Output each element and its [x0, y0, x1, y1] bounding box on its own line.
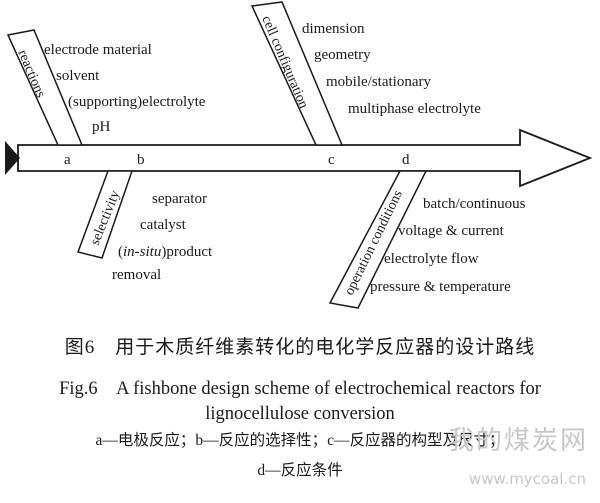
point-a: a: [64, 152, 71, 168]
point-b: b: [137, 152, 145, 168]
selectivity-item: separator: [152, 191, 207, 207]
selectivity-item: removal: [112, 267, 161, 283]
point-d: d: [402, 152, 410, 168]
reactions-item: (supporting)electrolyte: [68, 94, 206, 110]
caption-en-title-line1: Fig.6 A fishbone design scheme of electr…: [59, 379, 541, 399]
spine-tail: [5, 141, 20, 175]
cell-configuration-item: multiphase electrolyte: [348, 101, 481, 117]
fishbone-svg: reactions selectivity cell configuration…: [5, 1, 593, 309]
caption-note-line1: a—电极反应；b—反应的选择性；c—反应器的构型及尺寸；: [95, 432, 505, 449]
watermark-site-name: 我的煤炭网: [447, 426, 588, 456]
cell-configuration-item: geometry: [314, 47, 371, 63]
operation-conditions-item: voltage & current: [398, 223, 505, 239]
operation-conditions-item: pressure & temperature: [370, 279, 511, 295]
bone-reactions: [6, 29, 84, 146]
bone-operation-conditions: [328, 170, 428, 309]
cell-configuration-item: dimension: [302, 21, 365, 37]
caption-en-title-line2: lignocellulose conversion: [205, 404, 395, 424]
watermark-url: www.mycoal.cn: [469, 470, 586, 488]
selectivity-item: catalyst: [140, 217, 187, 233]
bone-cell-configuration: [250, 1, 344, 146]
operation-conditions-item: batch/continuous: [423, 196, 526, 212]
spine-arrow: [17, 128, 593, 188]
caption-cn-title: 图6 用于木质纤维素转化的电化学反应器的设计路线: [64, 337, 536, 358]
cell-configuration-item: mobile/stationary: [326, 74, 431, 90]
selectivity-item: (in-situ)product: [118, 244, 213, 260]
operation-conditions-item: electrolyte flow: [384, 251, 479, 267]
caption-note-line2: d—反应条件: [257, 462, 343, 479]
reactions-item: pH: [92, 119, 111, 135]
point-c: c: [328, 152, 335, 168]
reactions-item: solvent: [56, 68, 100, 84]
bone-selectivity: [77, 170, 134, 259]
reactions-item: electrode material: [44, 42, 152, 58]
